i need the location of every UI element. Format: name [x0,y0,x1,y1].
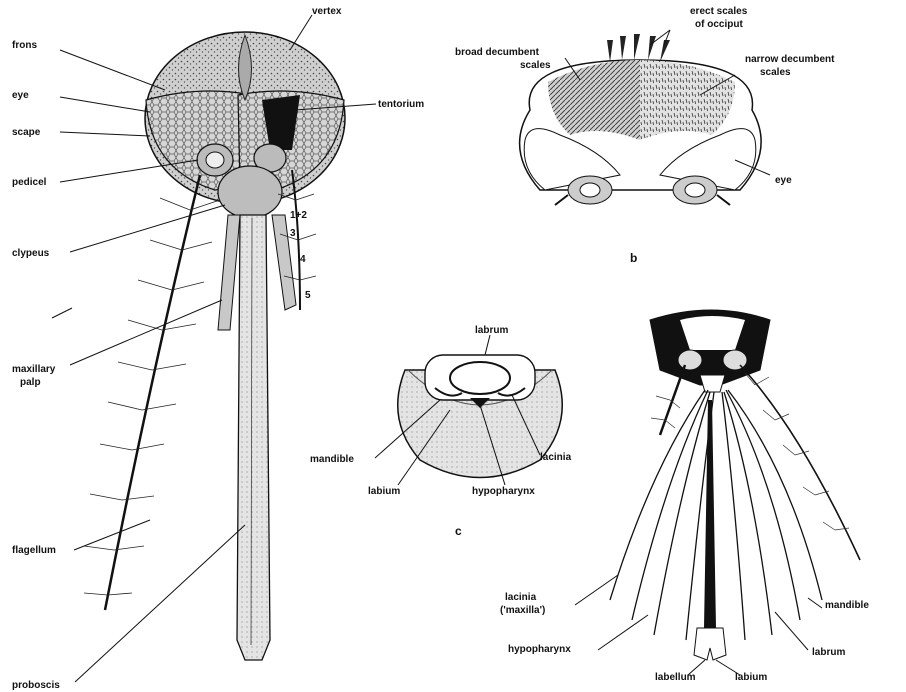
label-erect-scales: erect scales [690,6,748,17]
label-of-occiput: of occiput [695,19,743,30]
stylets [610,390,822,640]
label-frons: frons [12,40,37,51]
label-labium-c: labium [368,486,400,497]
label-narrow-decumbent: narrow decumbent [745,54,835,65]
label-labrum-d: labrum [812,647,845,658]
maxillary-palp-left [218,215,240,330]
label-flagellum: flagellum [12,545,56,556]
labrum-cross [450,362,510,394]
label-scape: scape [12,127,41,138]
label-hypopharynx-c: hypopharynx [472,486,535,497]
label-lacinia-c: lacinia [540,452,572,463]
labium-d [704,400,716,628]
label-labellum: labellum [655,672,696,683]
label-segment-3: 3 [290,228,296,239]
label-mandible-d: mandible [825,600,869,611]
label-pedicel: pedicel [12,177,47,188]
label-eye-b: eye [775,175,792,186]
label-labrum-c: labrum [475,325,508,336]
label-mandible-c: mandible [310,454,354,465]
label-palp: palp [20,377,41,388]
proboscis [237,215,270,660]
clypeus [218,166,282,218]
label-tentorium: tentorium [378,99,424,110]
label-segment-5: 5 [305,290,311,301]
label-eye: eye [12,90,29,101]
label-maxillary: maxillary [12,364,56,375]
label-segment-1-2: 1+2 [290,210,307,221]
panel-letter-b: b [630,251,637,265]
panel-c-proboscis-cross-section: labrum mandible lacinia labium hypophary… [310,325,572,538]
panel-letter-c: c [455,524,462,538]
label-segment-4: 4 [300,254,306,265]
label-clypeus: clypeus [12,248,50,259]
label-broad-decumbent: broad decumbent [455,47,540,58]
antenna-left-d [660,365,685,435]
label-maxilla-d: ('maxilla') [500,605,545,616]
panel-d-mouthparts-dissected: lacinia ('maxilla') mandible hypopharynx… [500,310,869,683]
label-vertex: vertex [312,6,342,17]
label-narrow-scales: scales [760,67,791,78]
erect-scales-of-occiput [607,34,670,62]
label-labium-d: labium [735,672,767,683]
label-proboscis: proboscis [12,680,60,691]
panel-a-head-front-view: vertex frons eye scape pedicel tentorium… [12,6,424,691]
flagellum-left [105,175,200,610]
label-broad-scales: scales [520,60,551,71]
label-lacinia-d: lacinia [505,592,537,603]
labellum [694,628,726,660]
panel-b-head-scales: erect scales of occiput broad decumbent … [455,6,835,265]
label-hypopharynx-d: hypopharynx [508,644,571,655]
